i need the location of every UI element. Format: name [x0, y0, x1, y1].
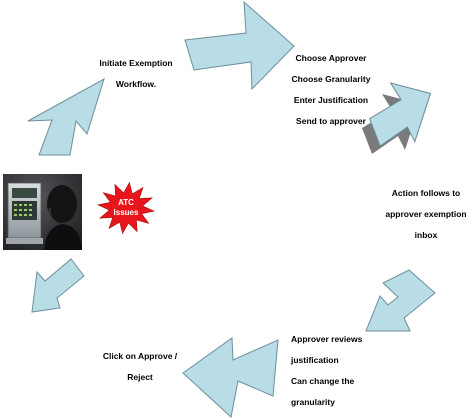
arrow-to-approver-reviews	[365, 269, 436, 332]
atc-issues-text-line: Issues	[113, 208, 139, 217]
person-at-computer-icon	[3, 174, 82, 250]
step-click-approve-reject: Click on Approve / Reject	[92, 340, 188, 393]
atc-issues-badge	[96, 181, 156, 235]
step-text-line: Send to approver	[296, 115, 366, 126]
step-text-line: justification	[291, 354, 339, 365]
arrow-to-choose-approver	[184, 0, 295, 91]
step-text-line: Enter Justification	[293, 94, 369, 105]
arrow-to-illustration	[31, 258, 85, 313]
step-text-line: Workflow.	[115, 78, 157, 89]
step-action-follows: Action follows to approver exemption inb…	[380, 177, 472, 251]
arrow-to-initiate	[27, 77, 105, 156]
step-text-line: granularity	[291, 396, 335, 407]
step-approver-reviews: Approver reviews justification Can chang…	[291, 323, 371, 418]
step-text-line: Click on Approve /	[102, 350, 178, 361]
atc-issues-text-line: ATC	[118, 198, 134, 207]
step-initiate-exemption: Initiate Exemption Workflow.	[88, 47, 184, 100]
step-text-line: Initiate Exemption	[99, 57, 173, 68]
step-text-line: Choose Approver	[295, 52, 367, 63]
arrow-to-action-follows	[362, 82, 432, 154]
step-text-line: approver exemption	[385, 208, 467, 219]
step-text-line: Can change the	[291, 375, 355, 386]
step-choose-approver: Choose Approver Choose Granularity Enter…	[283, 42, 379, 137]
step-text-line: Reject	[127, 371, 153, 382]
step-text-line: Approver reviews	[291, 333, 363, 344]
atc-issues-label: ATC Issues	[106, 198, 146, 218]
step-text-line: Action follows to	[391, 187, 461, 198]
step-text-line: inbox	[414, 229, 438, 240]
step-text-line: Choose Granularity	[291, 73, 371, 84]
arrow-to-click-approve	[182, 337, 279, 418]
